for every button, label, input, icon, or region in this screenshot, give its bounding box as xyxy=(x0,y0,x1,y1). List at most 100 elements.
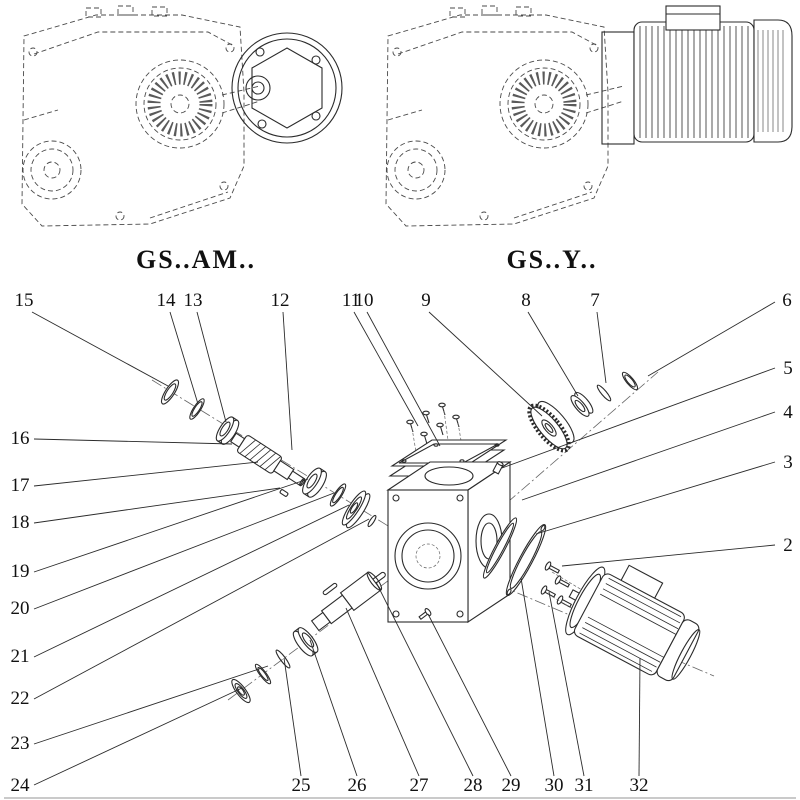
gs-y-body xyxy=(386,6,624,226)
callout-29: 29 xyxy=(502,775,521,796)
leader-line-28 xyxy=(375,581,474,777)
leader-line-7 xyxy=(596,311,607,384)
part-output-bearing xyxy=(292,627,319,657)
part-breather-plug xyxy=(492,461,504,475)
part-input-seal-rings xyxy=(160,379,205,420)
callout-14: 14 xyxy=(157,290,177,311)
gearbox-gs-am-drawing xyxy=(22,6,343,226)
leader-line-2 xyxy=(561,544,776,567)
part-cover-bolts xyxy=(406,402,463,453)
leader-line-22 xyxy=(33,518,370,700)
part-motor-flange-cover xyxy=(505,524,547,596)
callout-15: 15 xyxy=(15,290,34,311)
callout-21: 21 xyxy=(11,646,30,667)
leader-line-21 xyxy=(33,504,350,658)
leader-line-14 xyxy=(169,311,199,405)
variant-label-gs-am: GS..AM.. xyxy=(136,245,256,274)
leader-line-20 xyxy=(33,492,335,610)
part-gear-disc xyxy=(341,490,371,529)
callout-26: 26 xyxy=(348,775,367,796)
part-gear-bearing xyxy=(570,391,594,417)
leader-line-13 xyxy=(196,311,227,423)
callout-23: 23 xyxy=(11,733,30,754)
gs-am-flange xyxy=(231,32,343,144)
callout-24: 24 xyxy=(11,775,31,796)
callout-31: 31 xyxy=(575,775,594,796)
callout-11: 11 xyxy=(342,290,360,311)
leader-line-9 xyxy=(428,311,543,417)
part-output-shaft xyxy=(310,571,383,632)
leader-line-19 xyxy=(33,478,309,573)
part-snap-ring xyxy=(596,384,612,402)
part-flange-gasket xyxy=(482,517,518,579)
leader-line-8 xyxy=(527,311,579,397)
part-output-snap-ring xyxy=(275,649,291,669)
callout-16: 16 xyxy=(11,428,30,449)
callout-13: 13 xyxy=(184,290,203,311)
leader-line-12 xyxy=(282,311,293,451)
leader-line-18 xyxy=(33,487,281,524)
leader-line-5 xyxy=(501,367,776,469)
leader-line-10 xyxy=(366,311,441,447)
callout-30: 30 xyxy=(545,775,564,796)
gearbox-gs-y-drawing xyxy=(386,5,793,226)
part-small-ring xyxy=(367,514,377,528)
callout-4: 4 xyxy=(783,402,793,423)
part-pin xyxy=(279,489,289,497)
callout-8: 8 xyxy=(521,290,531,311)
callout-20: 20 xyxy=(11,598,30,619)
leader-line-6 xyxy=(647,301,776,377)
part-output-seal xyxy=(231,678,251,704)
leader-line-24 xyxy=(33,687,243,786)
part-input-bearing-rear xyxy=(302,467,327,498)
callout-3: 3 xyxy=(783,452,793,473)
callout-19: 19 xyxy=(11,561,30,582)
callout-17: 17 xyxy=(11,475,30,496)
part-housing xyxy=(386,460,512,624)
leader-line-25 xyxy=(283,657,302,777)
leader-line-27 xyxy=(345,607,420,777)
part-screw xyxy=(418,608,432,620)
leader-line-4 xyxy=(521,411,776,501)
leader-line-32 xyxy=(638,657,641,777)
variant-label-gs-y: GS..Y.. xyxy=(506,245,597,274)
callout-12: 12 xyxy=(271,290,290,311)
leader-line-11 xyxy=(353,311,419,427)
part-worm-shaft xyxy=(230,432,306,487)
callout-7: 7 xyxy=(590,290,600,311)
part-end-ring xyxy=(621,371,639,391)
callout-27: 27 xyxy=(410,775,429,796)
motor-terminal-box xyxy=(665,5,721,31)
part-flange-bolts xyxy=(540,561,583,613)
part-input-bearing-front xyxy=(215,416,240,445)
leader-line-29 xyxy=(427,613,512,777)
part-helical-gear xyxy=(527,400,575,453)
leader-line-15 xyxy=(31,311,169,387)
part-washer xyxy=(329,483,347,507)
callout-6: 6 xyxy=(782,290,792,311)
callout-18: 18 xyxy=(11,512,30,533)
leader-line-30 xyxy=(520,577,555,777)
callout-5: 5 xyxy=(783,358,793,379)
exploded-view: 2345678910111213141516171819202122232425… xyxy=(11,290,794,796)
leader-line-23 xyxy=(33,665,269,745)
gs-am-body xyxy=(22,6,260,226)
callout-32: 32 xyxy=(630,775,649,796)
callout-9: 9 xyxy=(421,290,431,311)
leader-line-16 xyxy=(33,438,233,445)
leader-line-31 xyxy=(548,591,585,777)
callout-25: 25 xyxy=(292,775,311,796)
part-motor xyxy=(565,564,701,682)
part-shaft-pin xyxy=(322,582,338,596)
motor-adapter xyxy=(601,31,635,145)
callout-28: 28 xyxy=(464,775,483,796)
leader-line-17 xyxy=(33,461,259,487)
gs-y-motor xyxy=(601,5,793,145)
leader-line-3 xyxy=(535,461,776,535)
callout-22: 22 xyxy=(11,688,30,709)
motor-fins xyxy=(639,26,749,138)
leader-line-26 xyxy=(309,639,358,777)
